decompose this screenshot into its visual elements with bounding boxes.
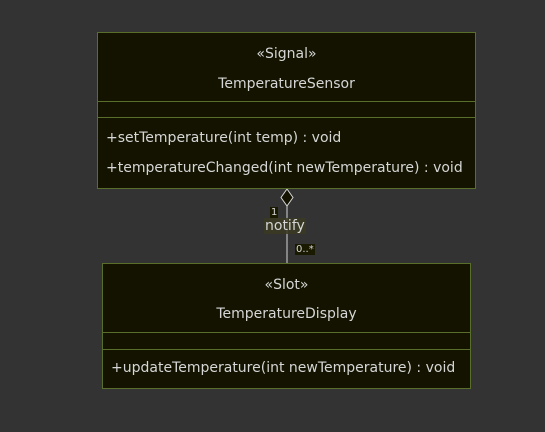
class-temperature-display[interactable]: «Slot» TemperatureDisplay +updateTempera… — [102, 263, 471, 389]
target-multiplicity: 0..* — [295, 244, 315, 255]
class-name: TemperatureDisplay — [216, 306, 357, 322]
stereotype-label: «Signal» — [256, 46, 317, 62]
aggregation-diamond — [280, 188, 294, 207]
class-name: TemperatureSensor — [218, 76, 355, 92]
stereotype-label: «Slot» — [264, 277, 309, 293]
class-temperature-sensor[interactable]: «Signal» TemperatureSensor +setTemperatu… — [97, 32, 476, 189]
methods-divider — [103, 349, 470, 350]
method-item: +updateTemperature(int newTemperature) :… — [111, 360, 456, 376]
attributes-divider — [103, 332, 470, 333]
relation-label: notify — [264, 218, 306, 234]
source-multiplicity: 1 — [270, 207, 279, 218]
attributes-divider — [98, 101, 475, 102]
methods-divider — [98, 117, 475, 118]
method-item: +temperatureChanged(int newTemperature) … — [106, 160, 463, 176]
method-item: +setTemperature(int temp) : void — [106, 130, 342, 146]
